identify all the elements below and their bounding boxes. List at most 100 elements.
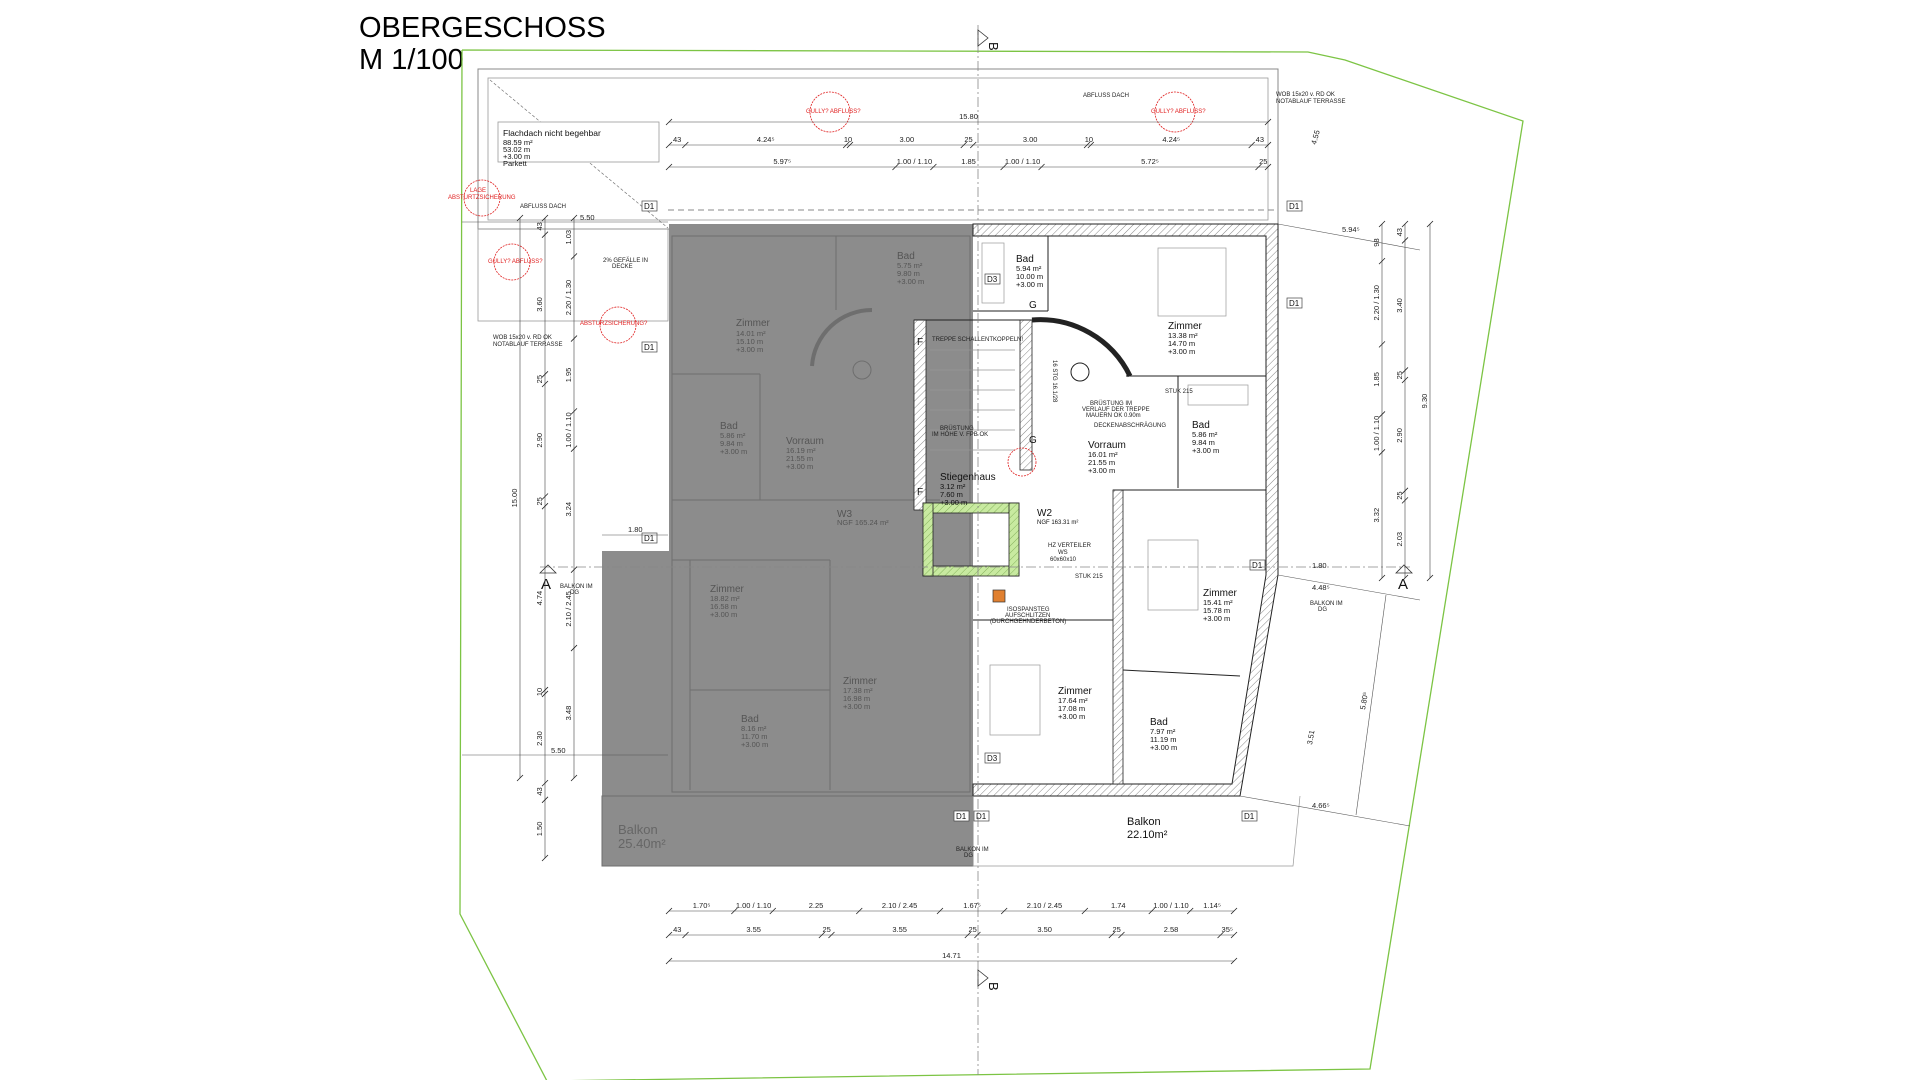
dim-tick	[1108, 931, 1116, 939]
dim-label: 1.70⁵	[693, 901, 711, 910]
room-height: +3.00 m	[1168, 347, 1195, 356]
dim-label: 2.20 / 1.30	[564, 280, 573, 315]
dim-tick	[974, 931, 981, 939]
room-name: Zimmer	[1203, 588, 1238, 599]
section-marker-a: A	[1398, 576, 1408, 593]
tag-g: G	[1029, 435, 1037, 446]
dim-label: 5.80⁵	[1358, 691, 1370, 710]
green-wall	[922, 502, 934, 577]
dim-tick	[1255, 163, 1262, 171]
room-area: 17.38 m²	[843, 686, 873, 695]
dim-label: 14.71	[942, 951, 961, 960]
dim-label: 10	[844, 135, 852, 144]
note-gefaelle: 2% GEFÄLLE IN	[603, 257, 648, 264]
unit-area: NGF 165.24 m²	[837, 518, 889, 527]
note-balkon-dg: BALKON IM	[1310, 601, 1343, 607]
tag-f: F	[917, 487, 923, 498]
dim-tick	[960, 141, 968, 149]
room-height: +3.00 m	[1016, 280, 1043, 289]
dim-tick	[541, 371, 549, 378]
red-note-gully: GULLY? ABFLUSS?	[1151, 109, 1206, 115]
tag-d1: D1	[644, 534, 655, 543]
dim-label: 3.55	[746, 925, 761, 934]
dim-tick	[570, 253, 578, 260]
dim-label: 98	[1372, 238, 1381, 246]
dim-label: 5.50	[580, 213, 595, 222]
dim-label: 4.55	[1309, 129, 1321, 145]
room-name: Zimmer	[1168, 321, 1203, 332]
note-deckenabschraegung: DECKENABSCHRÄGUNG	[1094, 422, 1166, 429]
note-balkon-dg: DG	[570, 590, 579, 596]
dim-tick	[570, 774, 578, 782]
dim-label: 3.60	[535, 297, 544, 312]
tag-d3: D3	[987, 275, 998, 284]
room-height: +3.00 m	[741, 740, 768, 749]
plan-scale: M 1/100	[359, 44, 464, 76]
dim-label: 3.48	[564, 706, 573, 721]
dim-tick	[1083, 141, 1091, 149]
dim-tick	[570, 566, 578, 573]
note-hz-verteiler: HZ VERTEILER	[1048, 543, 1092, 549]
note-notablauf: NOTABLAUF TERRASSE	[493, 342, 562, 348]
dim-label: 3.55	[892, 925, 907, 934]
room-perimeter: 15.10 m	[736, 337, 763, 346]
walls	[913, 223, 1301, 867]
note-decke: DECKE	[612, 264, 633, 270]
dim-label: 43	[1395, 228, 1404, 236]
note-balkon-dg: BALKON IM	[956, 847, 989, 853]
note-balkon-dg: DG	[1318, 607, 1327, 613]
room-area: 14.01 m²	[736, 329, 766, 338]
tag-d1: D1	[644, 343, 655, 352]
room-perimeter: 9.84 m	[720, 439, 743, 448]
tag-f: F	[917, 337, 923, 348]
room-perimeter: 15.78 m	[1203, 606, 1230, 615]
dim-label: 10	[1085, 135, 1093, 144]
dim-tick	[541, 686, 549, 694]
room-name: Zimmer	[1058, 686, 1093, 697]
dim-label: 15.80	[959, 112, 978, 121]
note-stufen: 16 STG 16.1/28	[1051, 360, 1057, 403]
dim-label: 1.85	[1372, 372, 1381, 387]
dim-label: 4.48⁵	[1312, 583, 1330, 592]
dim-tick	[731, 907, 738, 915]
dim-label: 3.50	[1037, 925, 1052, 934]
dim-tick	[1401, 487, 1409, 495]
dim-label: 1.85	[961, 157, 976, 166]
room-height: +3.00 m	[843, 702, 870, 711]
dim-label: 1.00 / 1.10	[1153, 901, 1188, 910]
dim-tick	[682, 141, 689, 149]
dim-label: 2.30	[535, 731, 544, 746]
room-height: +3.00 m	[940, 498, 967, 507]
dim-label: 25	[535, 375, 544, 383]
note-abfluss-dach: ABFLUSS DACH	[1083, 93, 1129, 99]
dim-tick	[541, 502, 549, 510]
dim-tick	[1401, 574, 1409, 582]
dim-tick	[1264, 141, 1272, 149]
room-name: Stiegenhaus	[940, 472, 996, 483]
dim-label: 1.00 / 1.10	[564, 412, 573, 447]
rooms: Bad 5.94 m² 10.00 m +3.00 m Zimmer 13.38…	[940, 254, 1238, 841]
dim-tick	[665, 163, 673, 171]
room-perimeter: 11.19 m	[1150, 735, 1177, 744]
note-stuk: STUK 215	[1165, 389, 1193, 395]
room-area: 3.12 m²	[940, 482, 966, 491]
note-notablauf: NOTABLAUF TERRASSE	[1276, 99, 1345, 105]
roof-perimeter: 53.02 m	[503, 145, 530, 154]
note-bruestung: IM HÖHE V. FPB OK	[932, 431, 988, 438]
dim-tick	[892, 163, 899, 171]
dim-label: 1.80	[1312, 561, 1327, 570]
tag-d1: D1	[1289, 202, 1300, 211]
room-area: 18.82 m²	[710, 594, 740, 603]
dim-label: 43	[673, 925, 681, 934]
dim-label: 1.95	[564, 368, 573, 383]
room-perimeter: 11.70 m	[741, 732, 768, 741]
dim-label: 3.24	[564, 502, 573, 517]
tag-d1: D1	[1289, 299, 1300, 308]
dim-label: 2.10 / 2.45	[564, 591, 573, 626]
room-area: 5.94 m²	[1016, 264, 1042, 273]
balcony-name: Balkon	[1127, 816, 1161, 828]
dim-tick	[570, 445, 578, 453]
dim-label: 1.03	[564, 230, 573, 245]
note-abfluss-dach: ABFLUSS DACH	[520, 204, 566, 210]
dim-label: 1.14⁵	[1203, 901, 1221, 910]
